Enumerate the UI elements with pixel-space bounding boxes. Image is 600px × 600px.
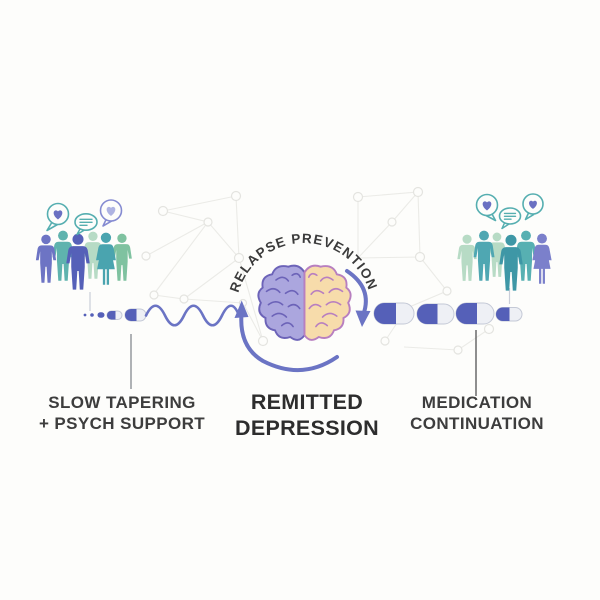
background-network-right [352,186,495,355]
capsule-icon [106,310,123,320]
split-brain-icon [257,264,352,341]
heart-speech-bubble-icon [522,193,544,221]
capsule-icon [373,302,415,325]
person-icon [532,233,552,284]
withdrawal-wave [144,304,241,327]
capsule-icon [455,302,495,325]
label-medication-continuation-line2: CONTINUATION [410,414,544,433]
capsule-icon [416,303,455,325]
circular-arrows-icon [234,269,371,372]
capsule-icon [124,308,147,322]
label-slow-tapering-line1: SLOW TAPERING [48,393,196,412]
heart-speech-bubble-icon [99,199,123,227]
right-support-group [457,193,552,291]
label-remitted-depression-line2: DEPRESSION [235,416,379,440]
person-icon [95,232,116,285]
person-icon [66,233,90,290]
person-icon [473,230,495,281]
person-icon [457,234,477,281]
label-medication-continuation-line1: MEDICATION [421,393,533,412]
person-icon [35,234,57,283]
heart-speech-bubble-icon [46,202,70,232]
heart-speech-bubble-icon [475,193,499,222]
label-remitted-depression-line1: REMITTED [250,390,364,414]
chat-lines-speech-bubble-icon [74,213,98,236]
label-remitted-depression: REMITTED DEPRESSION [222,389,392,441]
label-slow-tapering-line2: + PSYCH SUPPORT [38,414,206,433]
capsule-icon [495,307,523,322]
label-medication-continuation: MEDICATION CONTINUATION [392,392,562,434]
continuation-capsule-row [373,302,523,325]
left-support-group [35,199,132,290]
chat-lines-speech-bubble-icon [498,207,522,230]
tapering-pill-sequence [83,308,147,322]
background-network-left [141,190,269,347]
label-slow-tapering: SLOW TAPERING + PSYCH SUPPORT [37,392,207,434]
